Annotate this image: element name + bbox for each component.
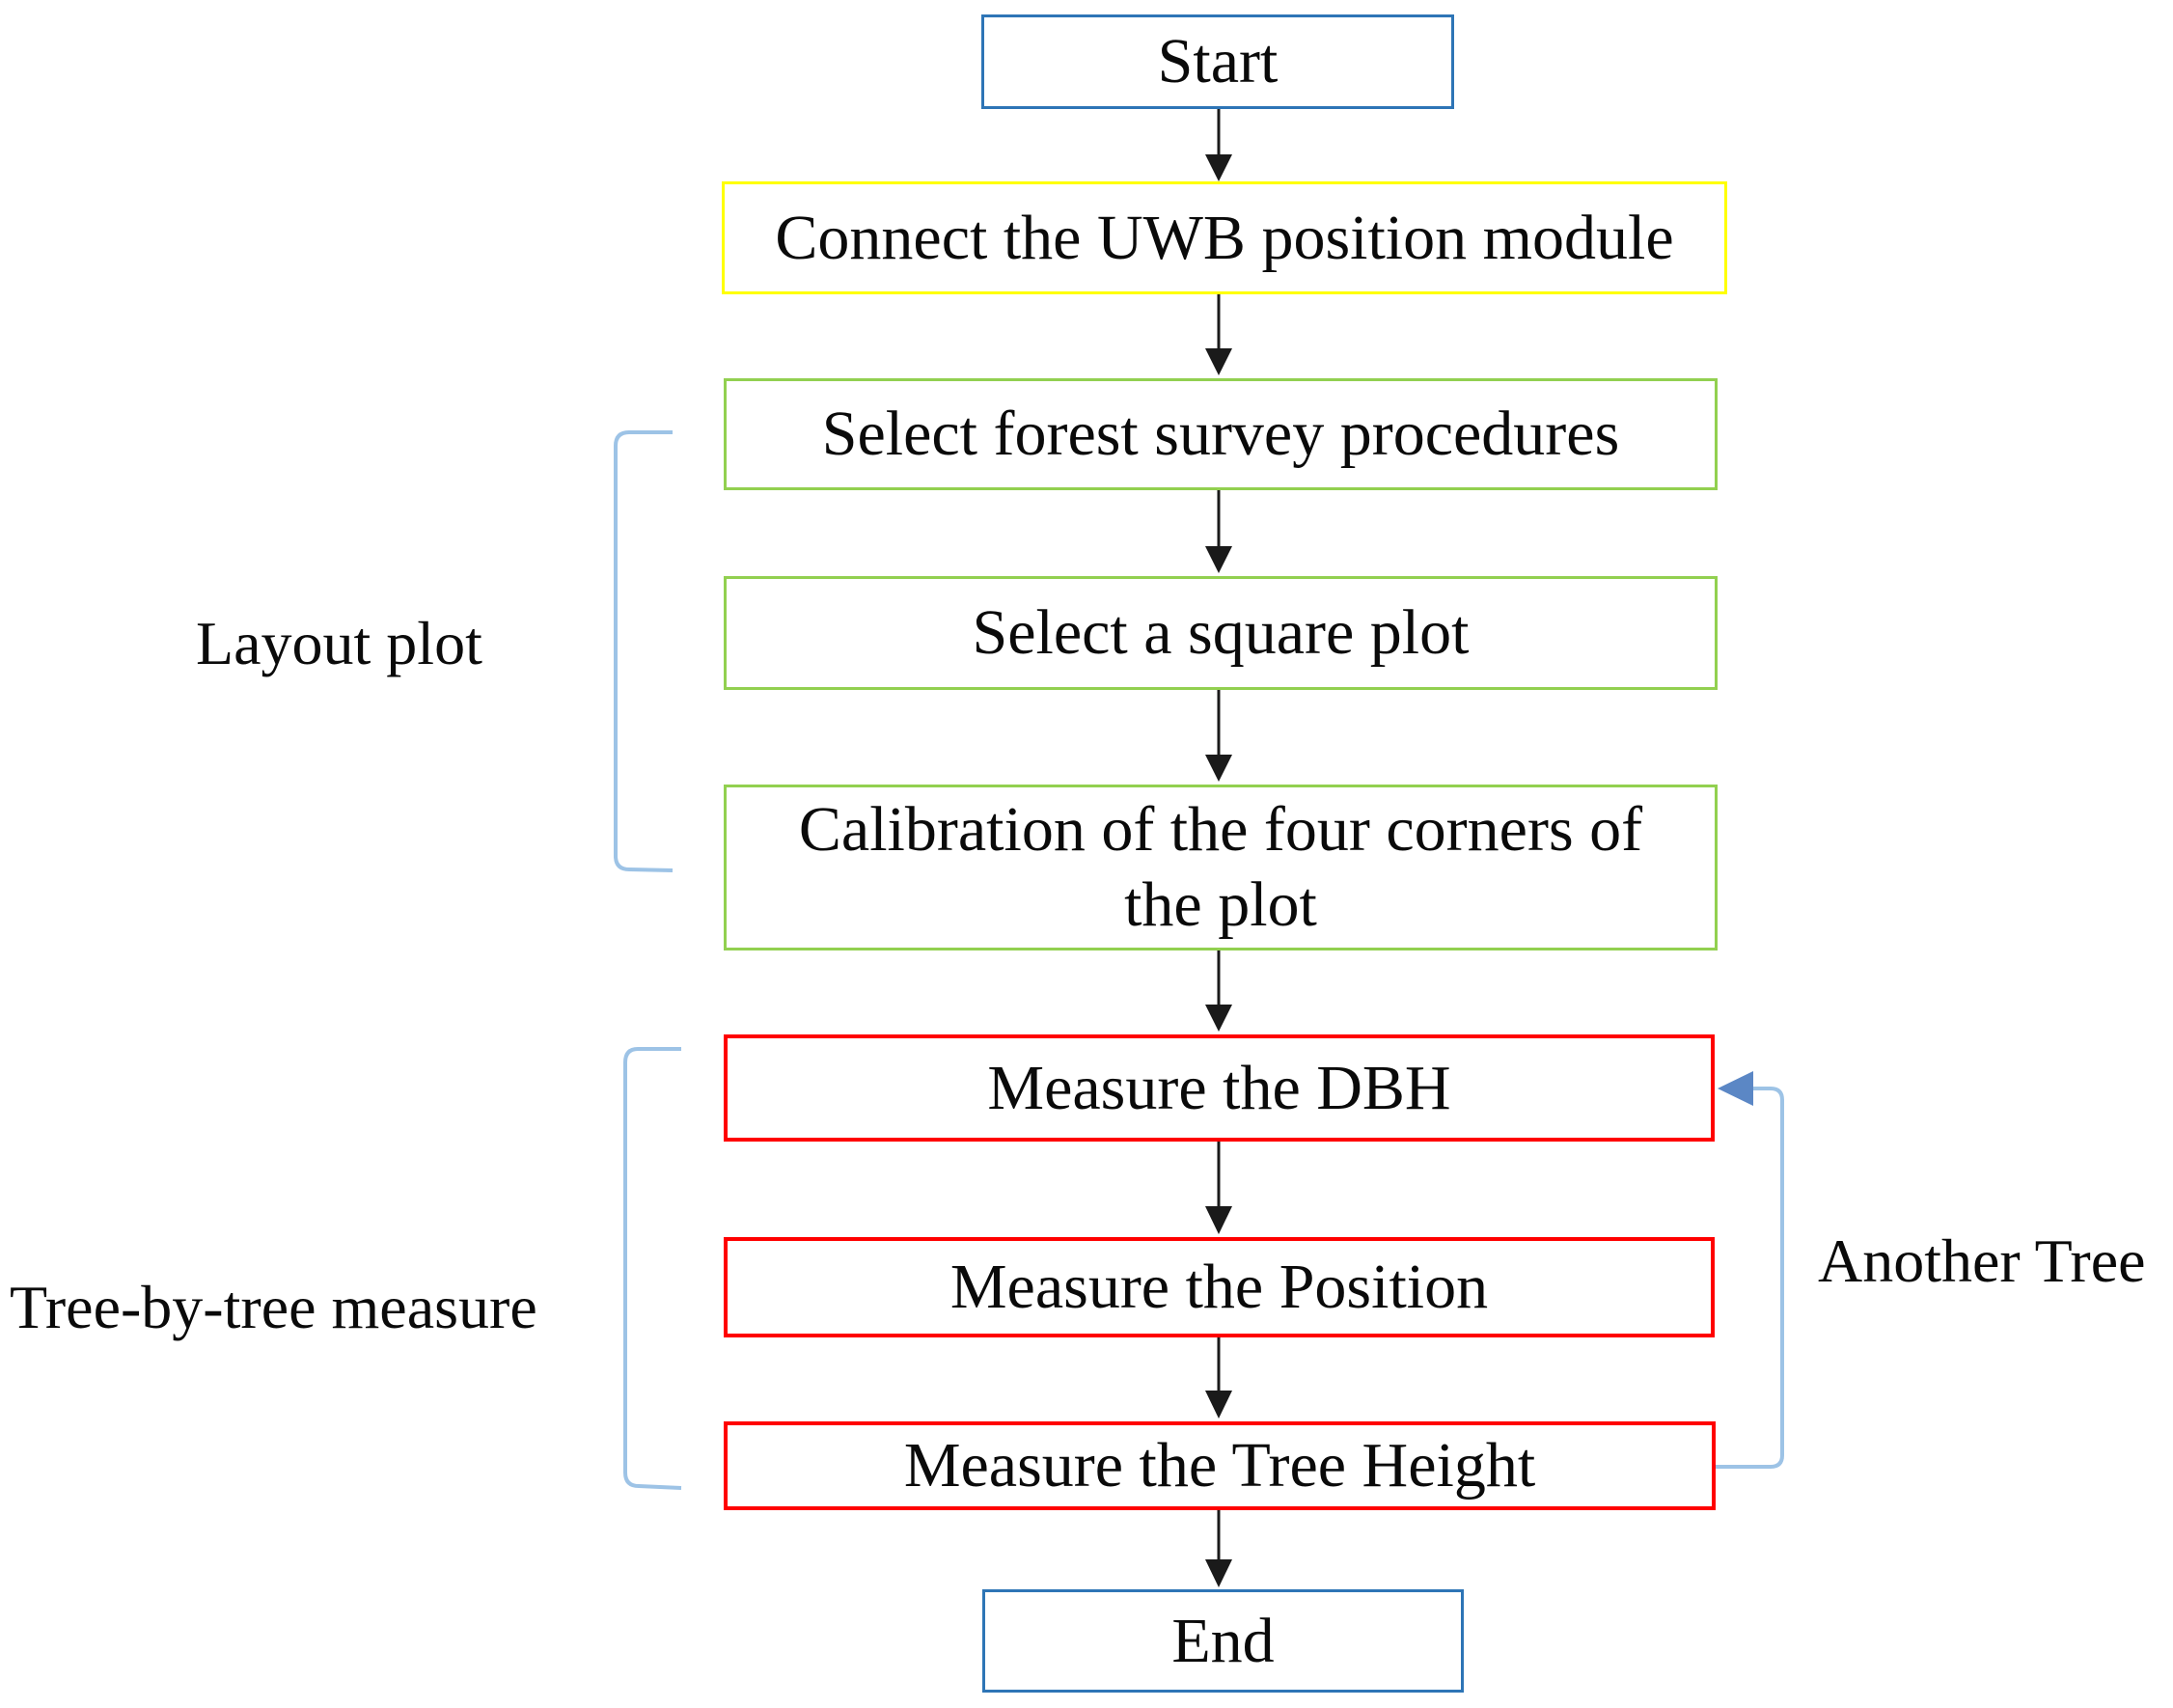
bracket-layout-plot [614, 430, 674, 872]
arrow-procedures-to-plot [1205, 490, 1232, 573]
node-end: End [982, 1589, 1464, 1693]
arrow-start-to-connect [1205, 109, 1232, 181]
arrow-height-to-end [1205, 1510, 1232, 1587]
bracket-tree-by-tree [623, 1047, 682, 1490]
arrow-position-to-height [1205, 1337, 1232, 1419]
arrow-plot-to-calibration [1205, 690, 1232, 782]
node-connect-uwb: Connect the UWB position module [722, 181, 1727, 294]
node-measure-position: Measure the Position [724, 1237, 1715, 1337]
label-tree-by-tree: Tree-by-tree measure [10, 1273, 537, 1341]
node-start: Start [981, 14, 1454, 109]
node-select-procedures: Select forest survey procedures [724, 378, 1718, 490]
loop-another-tree [1716, 1071, 1784, 1469]
arrow-connect-to-procedures [1205, 294, 1232, 375]
label-layout-plot: Layout plot [196, 609, 482, 677]
node-select-plot: Select a square plot [724, 576, 1718, 690]
label-another-tree: Another Tree [1818, 1226, 2146, 1295]
arrow-dbh-to-position [1205, 1142, 1232, 1234]
node-measure-dbh: Measure the DBH [724, 1034, 1715, 1142]
node-calibration: Calibration of the four corners of the p… [724, 785, 1718, 950]
arrow-calibration-to-dbh [1205, 950, 1232, 1032]
node-measure-height: Measure the Tree Height [724, 1421, 1716, 1510]
